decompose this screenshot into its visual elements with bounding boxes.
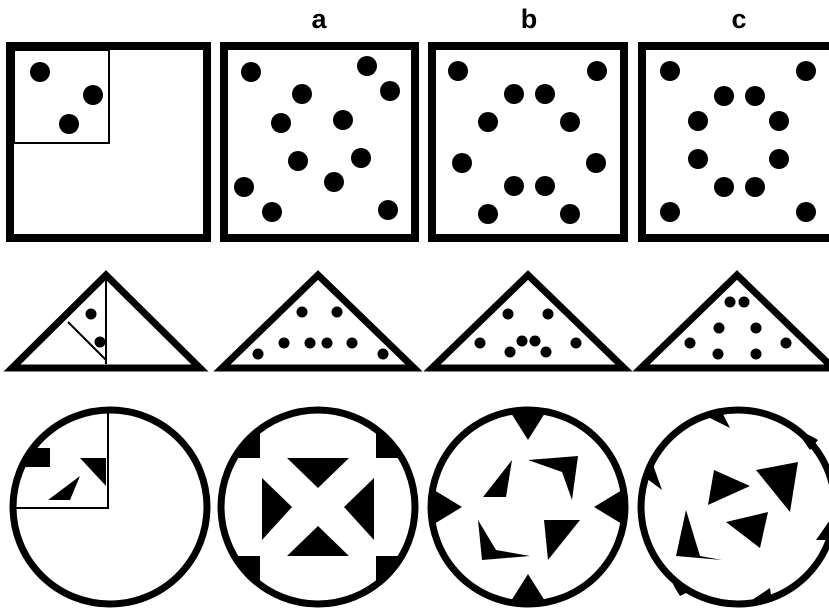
square-sample-panel <box>10 46 207 238</box>
circle-option-b-panel <box>431 410 625 604</box>
square-option-c-panel <box>642 46 829 238</box>
circle-option-c-panel <box>641 410 829 604</box>
triangle-option-a-panel <box>222 275 414 368</box>
square-option-b-panel <box>432 46 624 238</box>
circle-sample-panel <box>13 410 207 604</box>
square-option-a-panel <box>224 46 415 238</box>
triangle-sample-panel <box>12 275 200 368</box>
triangle-option-b-panel <box>432 275 624 368</box>
circle-option-a-panel <box>221 410 415 604</box>
triangle-option-c-panel <box>641 275 829 368</box>
